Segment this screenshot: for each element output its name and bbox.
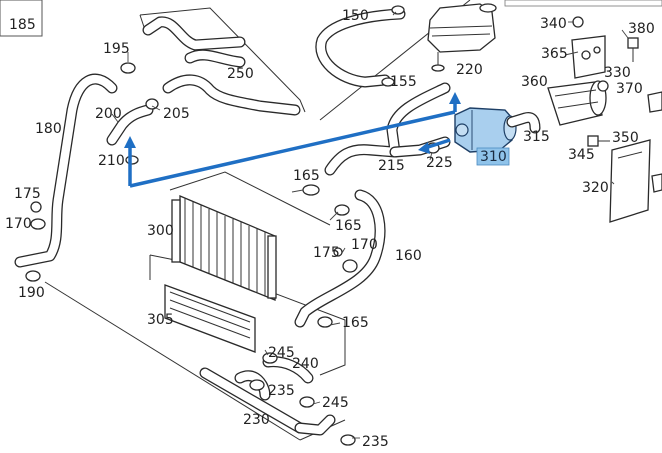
label-250[interactable]: 250 [227,66,254,82]
label-305[interactable]: 305 [147,312,174,328]
bolt-345[interactable] [587,135,610,147]
hose-215[interactable] [324,82,451,176]
label-150[interactable]: 150 [342,8,369,24]
electric-pump-310[interactable] [454,107,517,153]
label-360[interactable]: 360 [521,74,548,90]
label-215[interactable]: 215 [378,158,405,174]
label-205[interactable]: 205 [163,106,190,122]
label-315[interactable]: 315 [523,129,550,145]
label-160[interactable]: 160 [395,248,422,264]
label-345[interactable]: 345 [568,147,595,163]
hose-315[interactable] [506,112,541,134]
hose-150[interactable] [315,8,406,88]
part-labels: 185 150 195 250 200 205 180 210 175 170 … [5,8,655,450]
hose-195[interactable] [142,16,246,51]
label-230[interactable]: 230 [243,412,270,428]
bolt-380[interactable] [627,37,639,62]
clipped-part-right [647,91,662,193]
corner-label-box [0,0,43,37]
label-200[interactable]: 200 [95,106,122,122]
flow-line-main [129,110,456,188]
label-240[interactable]: 240 [292,356,319,372]
label-210[interactable]: 210 [98,153,125,169]
label-310[interactable]: 310 [480,149,507,165]
label-300[interactable]: 300 [147,223,174,239]
clipped-header-box [504,0,662,7]
label-175b[interactable]: 175 [313,245,340,261]
label-245b[interactable]: 245 [322,395,349,411]
label-235a[interactable]: 235 [268,383,295,399]
label-190[interactable]: 190 [18,285,45,301]
flow-arrow-pump-icon [449,92,461,104]
label-170b[interactable]: 170 [351,237,378,253]
label-170a[interactable]: 170 [5,216,32,232]
label-245a[interactable]: 245 [268,345,295,361]
label-165b[interactable]: 165 [335,218,362,234]
label-195[interactable]: 195 [103,41,130,57]
intercooler-305[interactable] [164,284,256,353]
label-165a[interactable]: 165 [293,168,320,184]
label-225[interactable]: 225 [426,155,453,171]
flow-arrow-up-icon [124,136,136,148]
label-340[interactable]: 340 [540,16,567,32]
label-180[interactable]: 180 [35,121,62,137]
bracket-320[interactable] [609,139,651,223]
pipe-230[interactable] [199,367,336,436]
expansion-tank-220[interactable] [427,3,497,72]
bracket-365[interactable] [571,35,606,79]
motor-360[interactable] [547,80,607,126]
radiator-300[interactable] [171,195,277,301]
leader-lines [111,11,629,439]
hose-180[interactable] [14,73,118,268]
hose-200[interactable] [106,104,154,146]
hose-160[interactable] [294,189,386,328]
flow-arrow-left-icon [418,142,430,154]
label-185[interactable]: 185 [9,17,36,33]
label-235b[interactable]: 235 [362,434,389,450]
label-220[interactable]: 220 [456,62,483,78]
flow-line-pump [424,138,451,150]
label-175a[interactable]: 175 [14,186,41,202]
hose-clamps [25,5,609,446]
clip-340[interactable] [572,16,584,28]
highlight-box-310 [476,147,510,166]
label-365[interactable]: 365 [541,46,568,62]
label-350[interactable]: 350 [612,130,639,146]
coolant-flow-path [124,92,461,188]
label-165c[interactable]: 165 [342,315,369,331]
label-330[interactable]: 330 [604,65,631,81]
label-320[interactable]: 320 [582,180,609,196]
label-380[interactable]: 380 [628,21,655,37]
label-155[interactable]: 155 [390,74,417,90]
hose-250[interactable] [162,49,301,116]
label-370[interactable]: 370 [616,81,643,97]
